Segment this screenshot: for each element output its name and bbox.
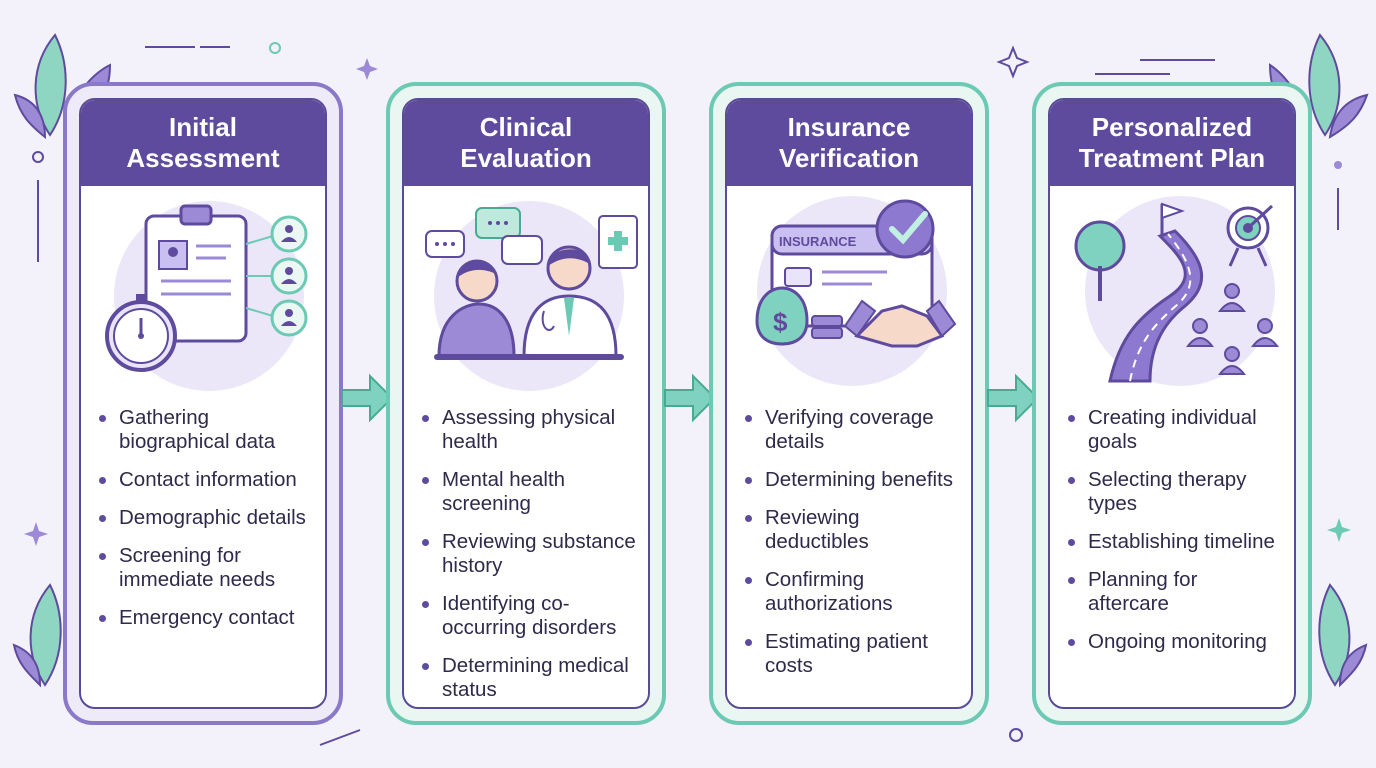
list-item: Mental health screening xyxy=(422,468,636,516)
step-title-line1: Initial xyxy=(169,112,237,142)
svg-text:$: $ xyxy=(773,307,788,337)
list-item: Determining benefits xyxy=(745,468,959,492)
list-item: Gathering biographical data xyxy=(99,406,313,454)
step-title-line1: Personalized xyxy=(1091,112,1253,142)
list-item: Confirming authorizations xyxy=(745,568,959,616)
step-header: Initial Assessment xyxy=(81,100,325,186)
step-items-list: Creating individual goals Selecting ther… xyxy=(1050,396,1294,654)
step-card-personalized-treatment-plan: Personalized Treatment Plan xyxy=(1032,82,1312,725)
insurance-card-label: INSURANCE xyxy=(779,234,857,249)
list-item: Planning for aftercare xyxy=(1068,568,1282,616)
step-title-line1: Insurance xyxy=(787,112,911,142)
arrow-right-icon xyxy=(341,373,394,423)
step-title-line1: Clinical xyxy=(479,112,573,142)
list-item: Contact information xyxy=(99,468,313,492)
step-items-list: Gathering biographical data Contact info… xyxy=(81,396,325,630)
list-item: Reviewing deductibles xyxy=(745,506,959,554)
doctor-patient-icon xyxy=(404,186,648,396)
step-items-list: Verifying coverage details Determining b… xyxy=(727,396,971,678)
step-title-line2: Treatment Plan xyxy=(1078,143,1266,173)
list-item: Ongoing monitoring xyxy=(1068,630,1282,654)
step-title-line2: Assessment xyxy=(126,143,280,173)
step-header: Clinical Evaluation xyxy=(404,100,648,186)
list-item: Identifying co-occurring disorders xyxy=(422,592,636,640)
step-items-list: Assessing physical health Mental health … xyxy=(404,396,648,702)
clipboard-stopwatch-icon xyxy=(81,186,325,396)
step-title-line2: Evaluation xyxy=(460,143,592,173)
step-card-initial-assessment: Initial Assessment xyxy=(63,82,343,725)
list-item: Reviewing substance history xyxy=(422,530,636,578)
arrow-right-icon xyxy=(664,373,717,423)
step-card-insurance-verification: Insurance Verification INSURANCE $ xyxy=(709,82,989,725)
step-title-line2: Verification xyxy=(778,143,920,173)
list-item: Screening for immediate needs xyxy=(99,544,313,592)
leaf-left-bottom-decoration xyxy=(12,583,62,688)
list-item: Establishing timeline xyxy=(1068,530,1282,554)
list-item: Assessing physical health xyxy=(422,406,636,454)
step-header: Insurance Verification xyxy=(727,100,971,186)
list-item: Selecting therapy types xyxy=(1068,468,1282,516)
list-item: Determining medical status xyxy=(422,654,636,702)
list-item: Emergency contact xyxy=(99,606,313,630)
step-card-clinical-evaluation: Clinical Evaluation xyxy=(386,82,666,725)
list-item: Verifying coverage details xyxy=(745,406,959,454)
list-item: Demographic details xyxy=(99,506,313,530)
arrow-right-icon xyxy=(987,373,1040,423)
insurance-card-icon: INSURANCE $ xyxy=(727,186,971,396)
road-target-icon xyxy=(1050,186,1294,396)
step-header: Personalized Treatment Plan xyxy=(1050,100,1294,186)
list-item: Estimating patient costs xyxy=(745,630,959,678)
leaf-right-bottom-decoration xyxy=(1318,583,1368,688)
list-item: Creating individual goals xyxy=(1068,406,1282,454)
